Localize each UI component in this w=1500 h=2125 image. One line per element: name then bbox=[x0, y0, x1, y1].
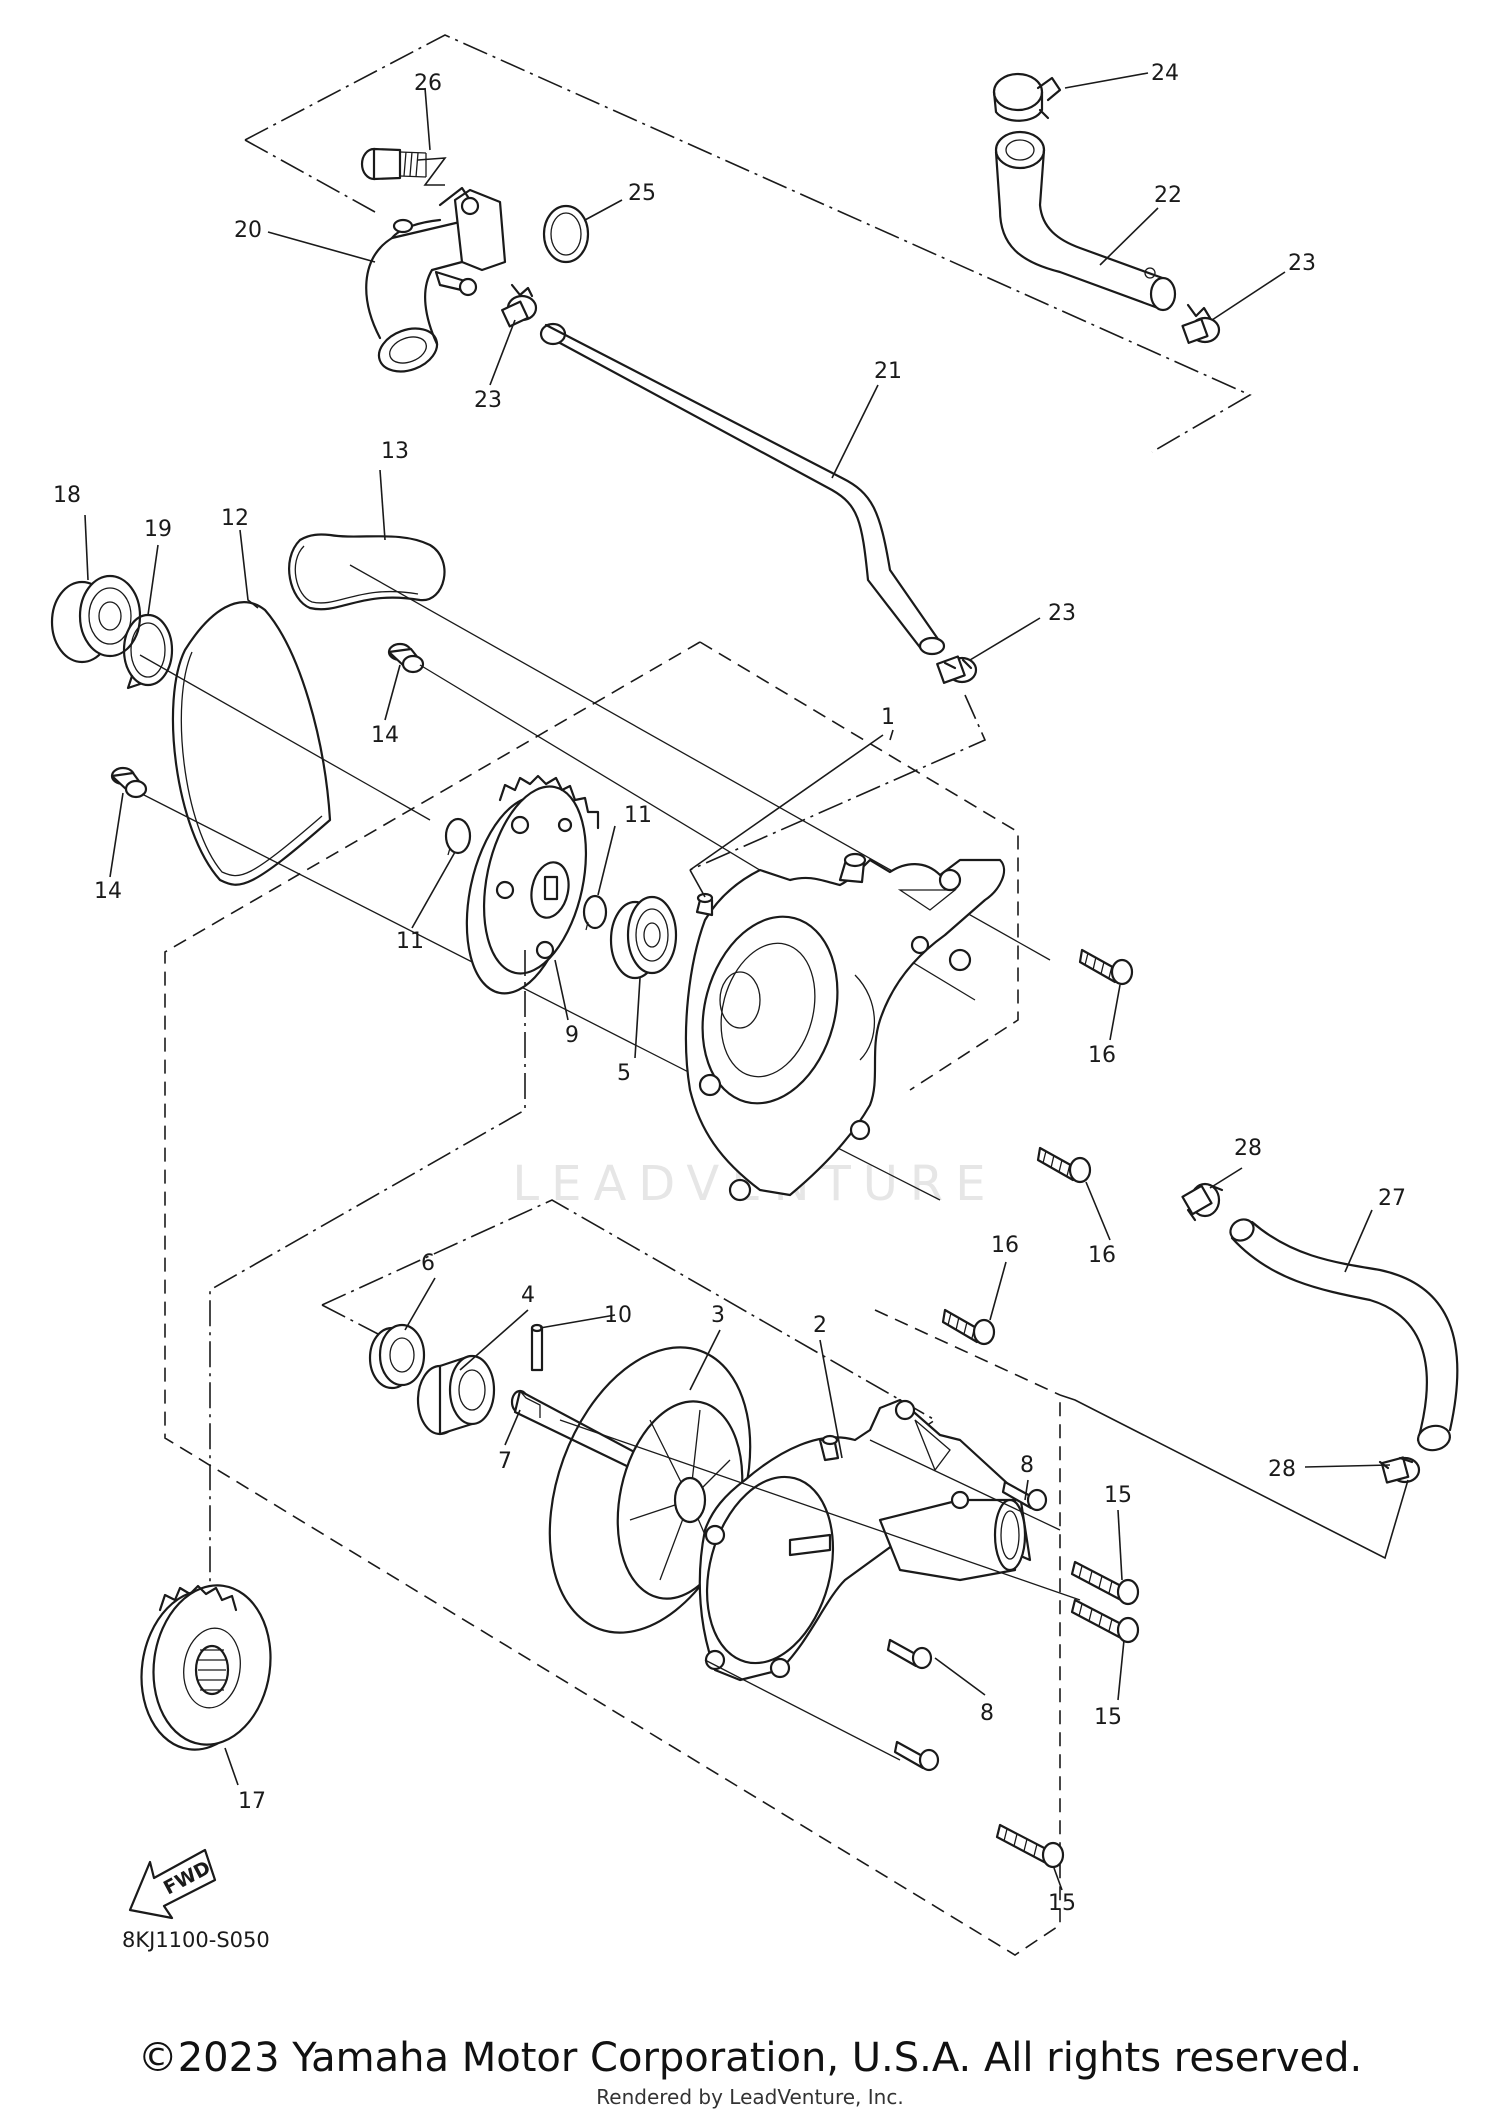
callout-8-lower: 8 bbox=[980, 1701, 994, 1726]
hose-clamp-part-23-middle bbox=[936, 655, 978, 684]
circlip-part-11-left bbox=[444, 817, 472, 856]
pump-housing-part-2 bbox=[698, 1398, 1032, 1682]
gear-part-9 bbox=[465, 774, 600, 995]
callout-9: 9 bbox=[565, 1023, 579, 1048]
callout-5: 5 bbox=[617, 1061, 631, 1086]
callout-numbers: 1 2 3 4 5 6 7 8 8 9 10 11 11 12 13 14 14… bbox=[53, 61, 1406, 1916]
leader-lines bbox=[84, 72, 1391, 1891]
middle-group-boundary-left bbox=[209, 950, 526, 1740]
callout-4: 4 bbox=[521, 1283, 535, 1308]
callout-16-upper: 16 bbox=[1088, 1043, 1116, 1068]
circlip-part-11-right bbox=[582, 894, 608, 931]
bolt-part-16-middle bbox=[1036, 1146, 1092, 1184]
bolt-part-16-lower bbox=[941, 1308, 996, 1346]
hose-part-27 bbox=[1229, 1218, 1459, 1452]
callout-15-lower: 15 bbox=[1048, 1891, 1076, 1916]
callout-23-upper-left: 23 bbox=[474, 388, 502, 413]
bearing-part-5 bbox=[609, 895, 678, 980]
pin-part-10 bbox=[530, 1326, 544, 1372]
dowel-pin-part-14-lower bbox=[110, 766, 148, 799]
circlip-part-19 bbox=[122, 613, 174, 690]
callout-18: 18 bbox=[53, 483, 81, 508]
callout-1: 1 bbox=[881, 705, 895, 730]
callout-16-lower: 16 bbox=[991, 1233, 1019, 1258]
callout-12: 12 bbox=[221, 506, 249, 531]
gasket-part-12 bbox=[171, 601, 332, 886]
callout-21: 21 bbox=[874, 359, 902, 384]
bolt-part-8-lower bbox=[893, 1740, 940, 1772]
pump-cover-part-1 bbox=[684, 852, 1006, 1202]
hose-clamp-part-23-upper-left bbox=[501, 283, 538, 328]
bolt-part-26 bbox=[360, 147, 447, 186]
callout-2: 2 bbox=[813, 1313, 827, 1338]
hose-clamp-part-23-upper-right bbox=[1181, 303, 1221, 344]
callout-11-left: 11 bbox=[396, 929, 424, 954]
callout-28-upper: 28 bbox=[1234, 1136, 1262, 1161]
callout-28-lower: 28 bbox=[1268, 1457, 1296, 1482]
hose-part-21 bbox=[539, 322, 946, 656]
bolt-part-16-upper bbox=[1078, 948, 1134, 986]
callout-24: 24 bbox=[1151, 61, 1179, 86]
callout-14-lower: 14 bbox=[94, 879, 122, 904]
callout-14-upper: 14 bbox=[371, 723, 399, 748]
gear-part-17 bbox=[140, 1584, 272, 1751]
o-ring-part-25 bbox=[542, 204, 590, 264]
callout-26: 26 bbox=[414, 71, 442, 96]
callout-16-middle: 16 bbox=[1088, 1243, 1116, 1268]
bolt-part-15-middle bbox=[1070, 1598, 1140, 1644]
outlet-elbow-part-20 bbox=[365, 186, 507, 373]
callout-15-upper: 15 bbox=[1104, 1483, 1132, 1508]
fwd-arrow-icon: FWD bbox=[128, 1848, 217, 1920]
hose-part-22 bbox=[994, 130, 1177, 312]
callout-23-middle: 23 bbox=[1048, 601, 1076, 626]
hose-clamp-part-28-lower bbox=[1378, 1456, 1421, 1484]
copyright-notice: ©2023 Yamaha Motor Corporation, U.S.A. A… bbox=[137, 2035, 1363, 2081]
callout-8-upper: 8 bbox=[1020, 1453, 1034, 1478]
callout-3: 3 bbox=[711, 1303, 725, 1328]
callout-13: 13 bbox=[381, 439, 409, 464]
callout-17: 17 bbox=[238, 1789, 266, 1814]
callout-7: 7 bbox=[498, 1449, 512, 1474]
bolt-part-8-upper bbox=[1001, 1480, 1048, 1512]
hose-clamp-part-28-upper bbox=[1181, 1182, 1224, 1222]
callout-25: 25 bbox=[628, 181, 656, 206]
callout-15-middle: 15 bbox=[1094, 1705, 1122, 1730]
callout-22: 22 bbox=[1154, 183, 1182, 208]
top-group-boundary-left bbox=[244, 139, 376, 213]
callout-23-upper-right: 23 bbox=[1288, 251, 1316, 276]
dowel-pin-part-14-upper bbox=[387, 642, 425, 674]
rendered-by-credit: Rendered by LeadVenture, Inc. bbox=[596, 2085, 904, 2109]
mechanical-seal-part-4 bbox=[416, 1354, 496, 1436]
callout-11-right: 11 bbox=[624, 803, 652, 828]
middle-group-boundary-right bbox=[689, 694, 987, 871]
hose-clamp-part-24 bbox=[992, 72, 1062, 122]
bolt-part-8-middle bbox=[886, 1638, 933, 1670]
callout-27: 27 bbox=[1378, 1186, 1406, 1211]
callout-19: 19 bbox=[144, 517, 172, 542]
top-group-boundary bbox=[244, 34, 1252, 453]
oil-seal-part-6 bbox=[368, 1323, 426, 1390]
bolt-part-15-upper bbox=[1070, 1560, 1140, 1606]
callout-20: 20 bbox=[234, 218, 262, 243]
callout-6: 6 bbox=[421, 1251, 435, 1276]
drawing-code: 8KJ1100-S050 bbox=[122, 1928, 270, 1952]
bolt-part-15-lower bbox=[995, 1823, 1065, 1869]
middle-group-boundary bbox=[699, 641, 1019, 1091]
gasket-part-13 bbox=[288, 533, 446, 611]
bearing-part-18 bbox=[50, 574, 142, 664]
callout-10: 10 bbox=[604, 1303, 632, 1328]
